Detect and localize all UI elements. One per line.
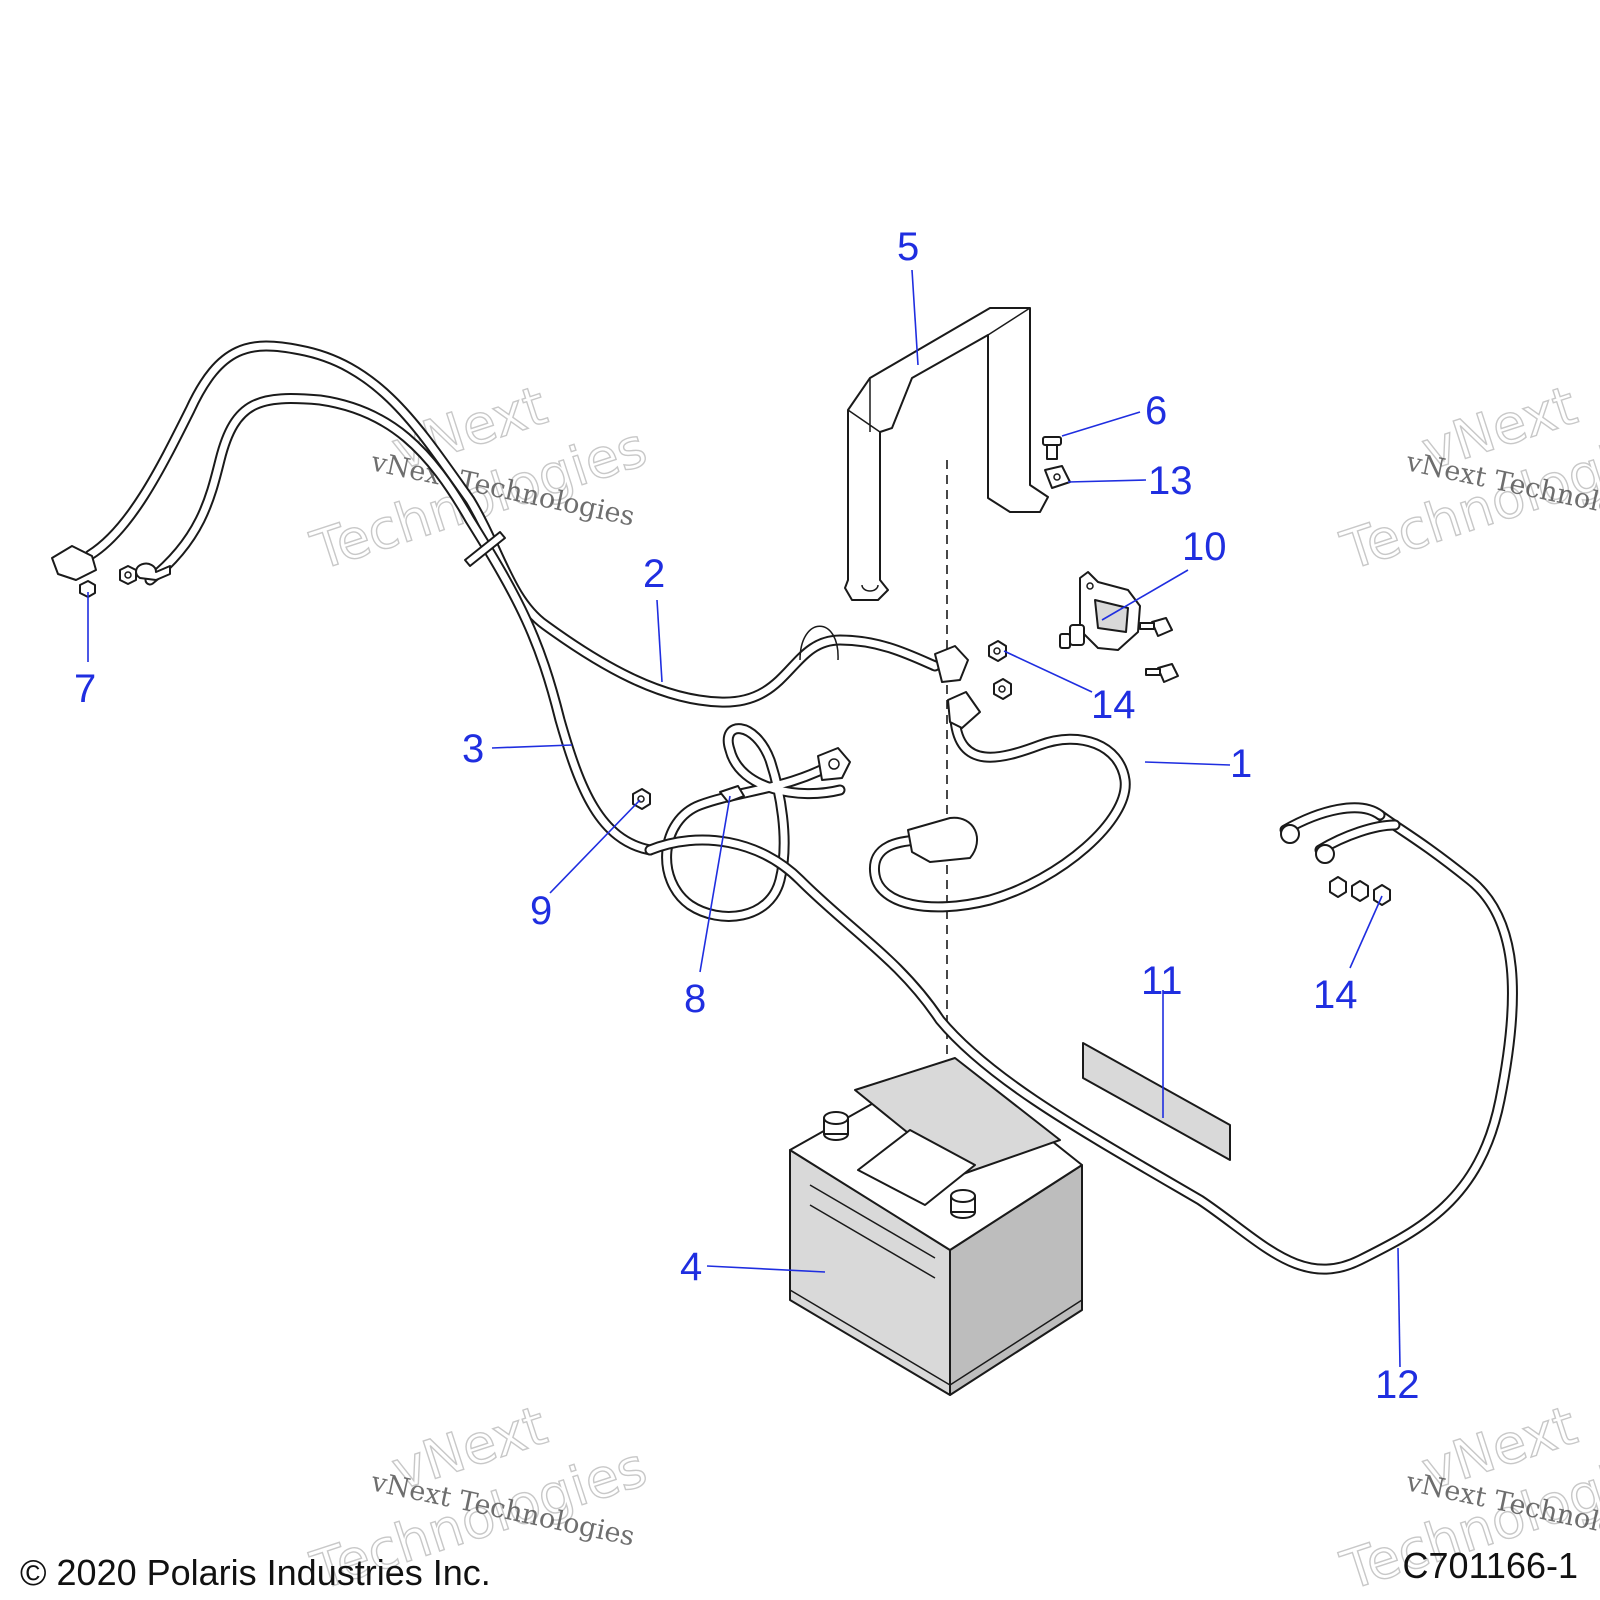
cable-3	[144, 393, 656, 856]
copyright-text: © 2020 Polaris Industries Inc.	[20, 1552, 491, 1593]
callout-2: 2	[643, 552, 665, 596]
nut-7	[79, 580, 96, 598]
bolt-6	[1042, 436, 1062, 460]
clip-nut-13	[1044, 465, 1071, 489]
callout-11: 11	[1141, 959, 1183, 1003]
cable-tie	[464, 531, 506, 567]
bolt-solenoid-upper	[1139, 617, 1173, 637]
leader-2	[656, 599, 663, 683]
callout-9: 9	[530, 889, 552, 933]
leader-8	[699, 795, 731, 973]
nut-left-terminal	[119, 565, 137, 585]
battery-4	[789, 1057, 1083, 1396]
nut-14-upper	[988, 640, 1012, 700]
leader-3	[491, 744, 573, 749]
cable-3-ring-terminal	[135, 562, 171, 581]
battery-hold-down-bracket	[844, 307, 1049, 601]
callout-13: 13	[1148, 459, 1193, 503]
battery-clamp-terminal	[817, 747, 851, 781]
drawing-number: C701166-1	[1403, 1545, 1578, 1586]
callout-6: 6	[1145, 389, 1167, 433]
leader-14b	[1349, 895, 1383, 969]
leader-13	[1067, 479, 1147, 483]
battery-pad-11	[1082, 1042, 1231, 1161]
callout-7: 7	[74, 667, 96, 711]
callout-4: 4	[680, 1245, 702, 1289]
leader-1	[1144, 761, 1231, 766]
callout-12: 12	[1375, 1363, 1420, 1407]
negative-cable-loop	[661, 723, 846, 922]
bolt-solenoid-lower	[1145, 663, 1179, 683]
callout-1: 1	[1230, 742, 1252, 786]
leader-lines	[87, 269, 1401, 1368]
callout-5: 5	[897, 225, 919, 269]
cable-2-boot-terminal	[51, 545, 97, 581]
leader-9	[549, 799, 641, 894]
starter-solenoid-10	[1059, 571, 1141, 651]
cable-12-ring-terminal-b	[1315, 844, 1335, 864]
cable-clamp	[799, 625, 839, 661]
cable-2-boot-right	[934, 645, 969, 683]
leader-4	[706, 1265, 826, 1273]
bolt-8	[719, 785, 745, 803]
nut-9	[632, 788, 651, 810]
cable-12	[644, 802, 1518, 1275]
callout-14a: 14	[1091, 683, 1136, 727]
nut-14-lower	[1329, 876, 1391, 906]
cable-1-boot-top	[947, 691, 981, 729]
watermark-top-right: vNext Technologies vNext Technologies	[1333, 373, 1600, 583]
cable-1	[869, 714, 1131, 913]
leader-14a	[1003, 650, 1093, 693]
callout-10: 10	[1182, 525, 1227, 569]
leader-12	[1397, 1247, 1401, 1368]
callouts: 1 2 3 4 5 6 7 8 9 10 11 12 13 14 14	[74, 225, 1420, 1407]
callout-14b: 14	[1313, 973, 1358, 1017]
cable-12-ring-terminal-a	[1280, 824, 1300, 844]
leader-10	[1101, 569, 1189, 621]
callout-8: 8	[684, 977, 706, 1021]
leader-5	[911, 269, 919, 366]
cable-1-boot-battery	[907, 816, 979, 863]
callout-3: 3	[462, 727, 484, 771]
leader-6	[1061, 411, 1141, 437]
